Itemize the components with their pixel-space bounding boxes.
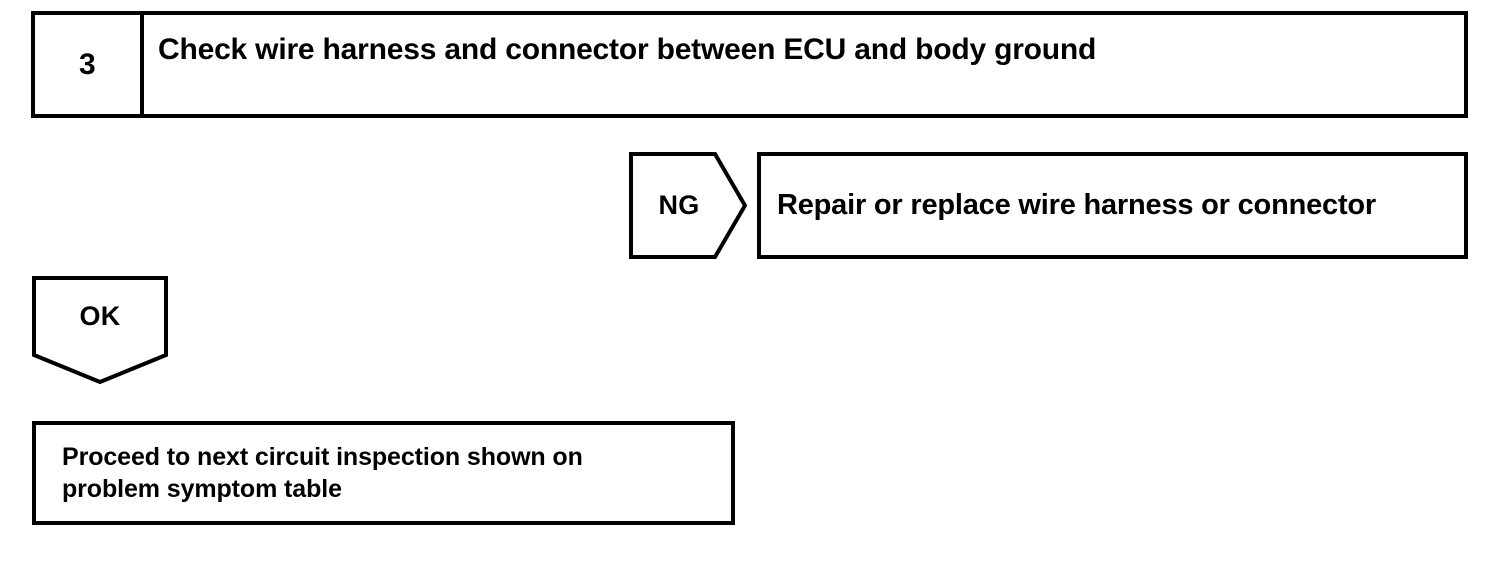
step-description-cell: Check wire harness and connector between… (144, 15, 1464, 114)
ok-branch-label: OK (79, 300, 121, 331)
step-row: 3 Check wire harness and connector betwe… (31, 11, 1468, 118)
ng-outcome-box: Repair or replace wire harness or connec… (757, 152, 1468, 259)
ok-outcome-box: Proceed to next circuit inspection shown… (32, 421, 735, 525)
ok-branch-tag-shape (32, 276, 168, 384)
step-description: Check wire harness and connector between… (158, 33, 1097, 66)
ng-branch-tag-shape (629, 152, 747, 259)
step-number-cell: 3 (35, 15, 144, 114)
ng-outcome-text: Repair or replace wire harness or connec… (777, 189, 1377, 221)
ng-branch-label: NG (658, 190, 700, 220)
ok-outcome-line-2: problem symptom table (62, 475, 342, 503)
step-number: 3 (79, 47, 96, 81)
ok-outcome-line-1: Proceed to next circuit inspection shown… (62, 443, 583, 471)
